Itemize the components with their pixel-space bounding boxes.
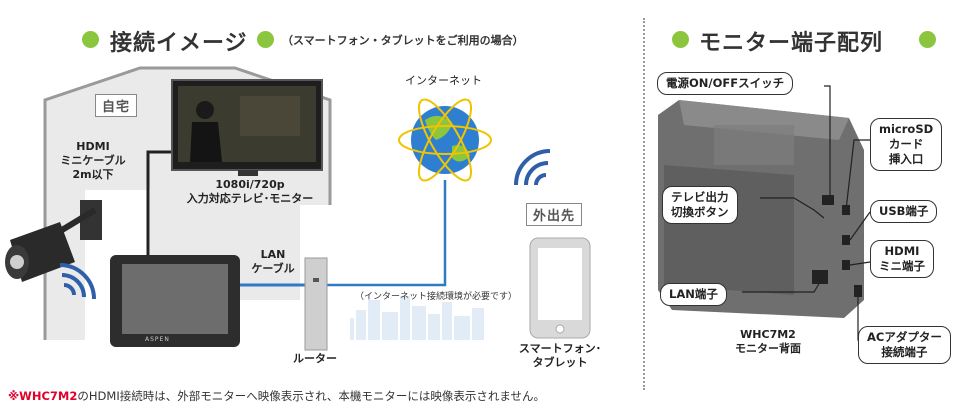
port-power [822,195,834,205]
callout-hdmi-mini: HDMI ミニ端子 [870,240,934,278]
router-label: ルーター [293,352,337,365]
green-dot-icon [672,31,689,48]
hdmi-cable-line [146,150,172,255]
smartphone-label: スマートフォン･ タブレット [518,342,602,369]
monitor-back-label: WHC7M2 モニター背面 [735,328,801,355]
callout-power-switch: 電源ON/OFFスイッチ [657,72,794,95]
port-lan [812,270,828,284]
port-hdmi [842,260,850,270]
port-usb [842,235,850,245]
connection-diagram [5,66,591,351]
callout-lan: LAN端子 [660,283,727,306]
section-divider [643,18,645,390]
internet-note: （インターネット接続環境が必要です） [355,292,518,302]
city-skyline [340,296,484,340]
connection-subtitle: （スマートフォン・タブレットをご利用の場合） [282,34,524,47]
smartphone-screen [538,248,582,320]
callout-ac-adapter: ACアダプター 接続端子 [858,326,951,364]
outside-tag: 外出先 [526,203,583,226]
internet-line [320,180,447,287]
callout-microsd: microSD カード 挿入口 [870,118,943,171]
callout-usb: USB端子 [870,200,938,223]
internet-label: インターネット [405,74,482,87]
camera-device [5,200,102,282]
footnote-text: のHDMI接続時は、外部モニターへ映像表示され、本機モニターには映像表示されませ… [77,389,545,403]
wifi-signal-camera-icon [59,263,96,300]
green-dot-icon [919,31,936,48]
monitor-screen [122,264,228,334]
globe-icon [398,98,492,182]
port-ac [854,285,862,297]
monitor-brand: ASPEN [145,336,170,343]
home-tag: 自宅 [95,94,138,117]
green-dot-icon [82,31,99,48]
green-dot-icon [257,31,274,48]
terminal-layout-title: モニター端子配列 [699,31,884,56]
hdmi-cable-label: HDMI ミニケーブル 2m以下 [60,140,126,181]
callout-tv-out: テレビ出力 切換ボタン [662,186,738,224]
lan-cable-label: LAN ケーブル [251,248,295,275]
tv-label: 1080i/720p 入力対応テレビ･モニター [186,178,314,205]
router-device [304,257,328,351]
tv-person-body [190,122,222,162]
footnote-mark: ※WHC7M2 [8,389,78,403]
tv-person-head [196,101,214,119]
wifi-signal-smartphone-icon [514,149,551,186]
connection-title: 接続イメージ [110,31,248,56]
footnote: ※WHC7M2のHDMI接続時は、外部モニターへ映像表示され、本機モニターには映… [8,388,545,404]
